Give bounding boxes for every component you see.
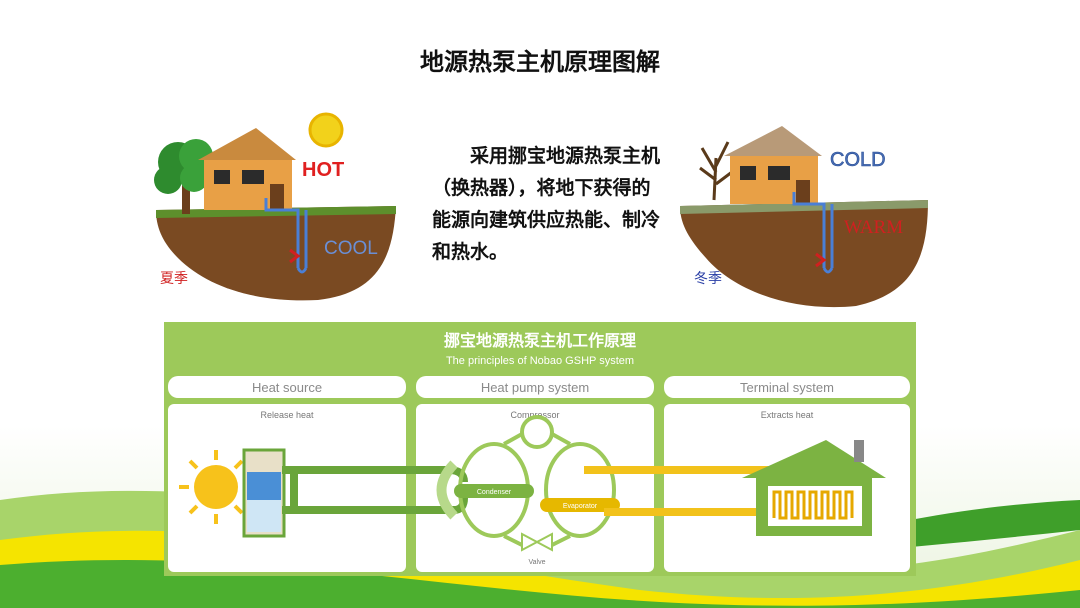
section-header-terminal: Terminal system (740, 380, 834, 395)
valve-icon (521, 532, 553, 552)
summer-illustration: HOT COOL 夏季 (138, 88, 418, 310)
sun-icon (179, 450, 253, 524)
evaporator-label: Evaporator (563, 503, 598, 510)
winter-warm-label: WARM (844, 217, 903, 238)
section-header-heat-source: Heat source (252, 380, 322, 395)
caption-release-heat: Release heat (260, 410, 314, 420)
valve-label: Valve (529, 559, 546, 566)
house-icon (742, 440, 886, 536)
summer-cool-label: COOL (324, 238, 378, 259)
winter-illustration: COLD WARM 冬季 (666, 88, 942, 316)
summer-season-label: 夏季 (160, 271, 188, 287)
description-text: 采用挪宝地源热泵主机（换热器），将地下获得的能源向建筑供应热能、制冷和热水。 (432, 145, 661, 263)
summer-hot-label: HOT (302, 159, 344, 181)
winter-season-label: 冬季 (694, 271, 722, 287)
caption-compressor: Compressor (510, 410, 559, 420)
winter-cold-label: COLD (830, 149, 886, 171)
page-title: 地源热泵主机原理图解 (420, 48, 660, 76)
section-header-heat-pump: Heat pump system (481, 380, 589, 395)
diagram-title-en: The principles of Nobao GSHP system (446, 355, 634, 367)
caption-extracts-heat: Extracts heat (761, 410, 814, 420)
principle-diagram: 挪宝地源热泵主机工作原理 The principles of Nobao GSH… (164, 322, 916, 576)
condenser-label: Condenser (477, 489, 512, 496)
diagram-title-cn: 挪宝地源热泵主机工作原理 (444, 331, 636, 350)
